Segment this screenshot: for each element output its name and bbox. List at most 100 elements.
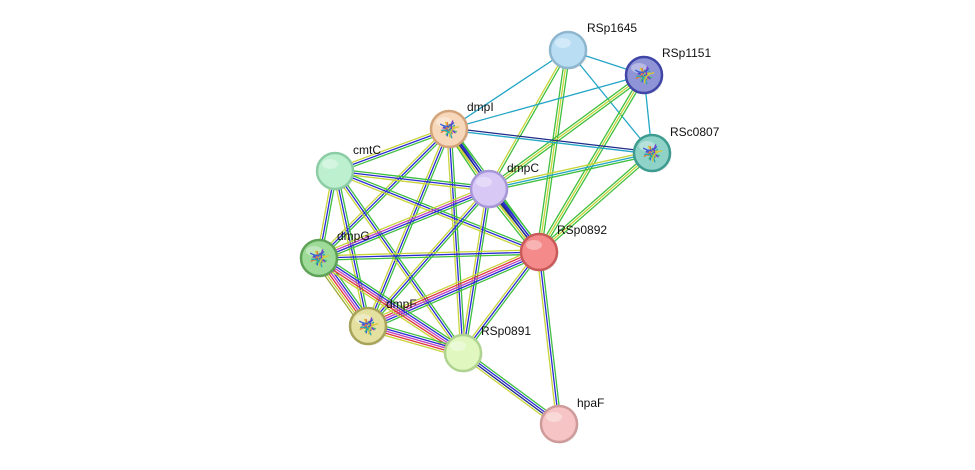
evidence-line-cyan bbox=[488, 152, 653, 190]
evidence-line-green bbox=[489, 76, 646, 192]
evidence-line-yellow bbox=[334, 126, 449, 170]
evidence-line-green bbox=[464, 349, 562, 422]
node-circle[interactable] bbox=[624, 55, 664, 95]
evidence-line-blue bbox=[538, 251, 560, 425]
node-rsc0807[interactable]: RSc0807 bbox=[632, 125, 720, 173]
node-circle[interactable] bbox=[539, 404, 579, 444]
evidence-line-blue bbox=[334, 128, 450, 172]
node-dmpf[interactable]: dmpF bbox=[348, 297, 417, 346]
protein-structure-icon bbox=[358, 317, 379, 336]
evidence-line-yellow bbox=[538, 49, 569, 253]
edge-rsp0891-hpaf bbox=[460, 349, 562, 428]
node-circle[interactable] bbox=[315, 151, 355, 191]
node-highlight bbox=[450, 341, 466, 351]
evidence-line-blue bbox=[334, 170, 490, 190]
node-circle[interactable] bbox=[548, 30, 588, 70]
edge-dmpg-rsp0891 bbox=[316, 253, 466, 358]
evidence-line-magenta bbox=[318, 187, 489, 258]
node-label-hpaf: hpaF bbox=[577, 396, 604, 410]
evidence-line-yellow bbox=[487, 49, 568, 189]
node-rsp0892[interactable]: RSp0892 bbox=[519, 223, 607, 272]
protein-structure-icon bbox=[439, 120, 460, 139]
evidence-line-blue bbox=[463, 351, 561, 424]
node-dmpi[interactable]: dmpI bbox=[429, 100, 494, 149]
edge-rsp1645-rsp0892 bbox=[536, 49, 571, 253]
edge-rsp0892-rsp0891 bbox=[460, 250, 542, 355]
evidence-line-green bbox=[335, 168, 541, 251]
evidence-line-yellow bbox=[317, 185, 489, 256]
edge-dmpc-rsp0891 bbox=[460, 188, 492, 354]
evidence-line-yellow bbox=[488, 74, 645, 190]
evidence-line-blue bbox=[319, 255, 465, 352]
evidence-line-cyan bbox=[448, 74, 645, 130]
evidence-line-green bbox=[319, 253, 540, 261]
evidence-line-yellow bbox=[460, 355, 558, 428]
evidence-line-red bbox=[317, 259, 463, 356]
evidence-line-green bbox=[450, 128, 466, 353]
evidence-line-green bbox=[540, 154, 654, 255]
node-label-rsc0807: RSc0807 bbox=[670, 125, 720, 139]
protein-structure-icon bbox=[642, 144, 663, 163]
edge-dmpi-cmtc bbox=[334, 126, 450, 174]
node-highlight bbox=[476, 177, 492, 187]
evidence-line-green bbox=[464, 189, 492, 354]
node-highlight bbox=[555, 38, 571, 48]
node-rsp1151[interactable]: RSp1151 bbox=[624, 46, 711, 95]
node-hpaf[interactable]: hpaF bbox=[539, 396, 604, 444]
edge-rsp0892-dmpg bbox=[318, 249, 540, 261]
edge-rsp1151-dmpc bbox=[487, 72, 646, 192]
evidence-line-yellow bbox=[538, 152, 653, 253]
node-rsp0891[interactable]: RSp0891 bbox=[443, 324, 531, 373]
evidence-line-green bbox=[335, 168, 490, 188]
node-label-rsp0892: RSp0892 bbox=[557, 223, 607, 237]
edge-rsp1151-dmpi bbox=[448, 74, 645, 130]
evidence-line-green bbox=[336, 169, 466, 353]
node-circle[interactable] bbox=[299, 238, 339, 278]
node-circle[interactable] bbox=[469, 169, 509, 209]
node-label-dmpi: dmpI bbox=[467, 100, 494, 114]
evidence-line-cyan bbox=[567, 49, 653, 154]
evidence-line-green bbox=[489, 154, 653, 192]
evidence-line-green bbox=[335, 130, 450, 174]
node-circle[interactable] bbox=[632, 133, 672, 173]
evidence-line-green bbox=[464, 252, 542, 355]
evidence-line-green bbox=[369, 255, 542, 331]
edge-rsp1645-dmpi bbox=[448, 49, 569, 130]
evidence-line-green bbox=[536, 49, 567, 252]
evidence-line-green bbox=[489, 50, 570, 190]
evidence-line-blue bbox=[319, 189, 490, 260]
protein-structure-icon bbox=[634, 66, 655, 85]
node-label-dmpc: dmpC bbox=[507, 161, 539, 175]
edge-cmtc-rsp0891 bbox=[332, 169, 466, 355]
node-highlight bbox=[546, 412, 562, 422]
edge-dmpc-dmpg bbox=[317, 185, 491, 262]
node-label-dmpg: dmpG bbox=[337, 229, 370, 243]
node-label-rsp0891: RSp0891 bbox=[481, 324, 531, 338]
node-highlight bbox=[322, 159, 338, 169]
node-circle[interactable] bbox=[348, 306, 388, 346]
edge-cmtc-dmpc bbox=[334, 168, 490, 192]
node-circle[interactable] bbox=[443, 333, 483, 373]
node-rsp1645[interactable]: RSp1645 bbox=[548, 21, 637, 70]
node-circle[interactable] bbox=[429, 109, 469, 149]
node-dmpg[interactable]: dmpG bbox=[299, 229, 370, 278]
evidence-line-green bbox=[537, 150, 651, 251]
evidence-line-green bbox=[319, 191, 491, 262]
evidence-line-blue bbox=[462, 251, 540, 354]
node-cmtc[interactable]: cmtC bbox=[315, 143, 381, 191]
node-label-dmpf: dmpF bbox=[386, 297, 417, 311]
edge-dmpi-rsc0807 bbox=[448, 127, 653, 155]
evidence-line-blue bbox=[462, 188, 490, 354]
evidence-line-yellow bbox=[332, 171, 462, 355]
edge-rsc0807-dmpc bbox=[488, 150, 653, 192]
protein-structure-icon bbox=[309, 249, 330, 268]
evidence-line-darkblue bbox=[449, 127, 653, 153]
evidence-line-yellow bbox=[365, 247, 538, 323]
edge-rsp1645-dmpc bbox=[487, 49, 570, 190]
evidence-line-blue bbox=[448, 128, 464, 354]
node-circle[interactable] bbox=[519, 232, 559, 272]
edge-rsp1645-rsc0807 bbox=[567, 49, 653, 154]
evidence-line-yellow bbox=[334, 172, 489, 192]
node-dmpc[interactable]: dmpC bbox=[469, 161, 539, 209]
